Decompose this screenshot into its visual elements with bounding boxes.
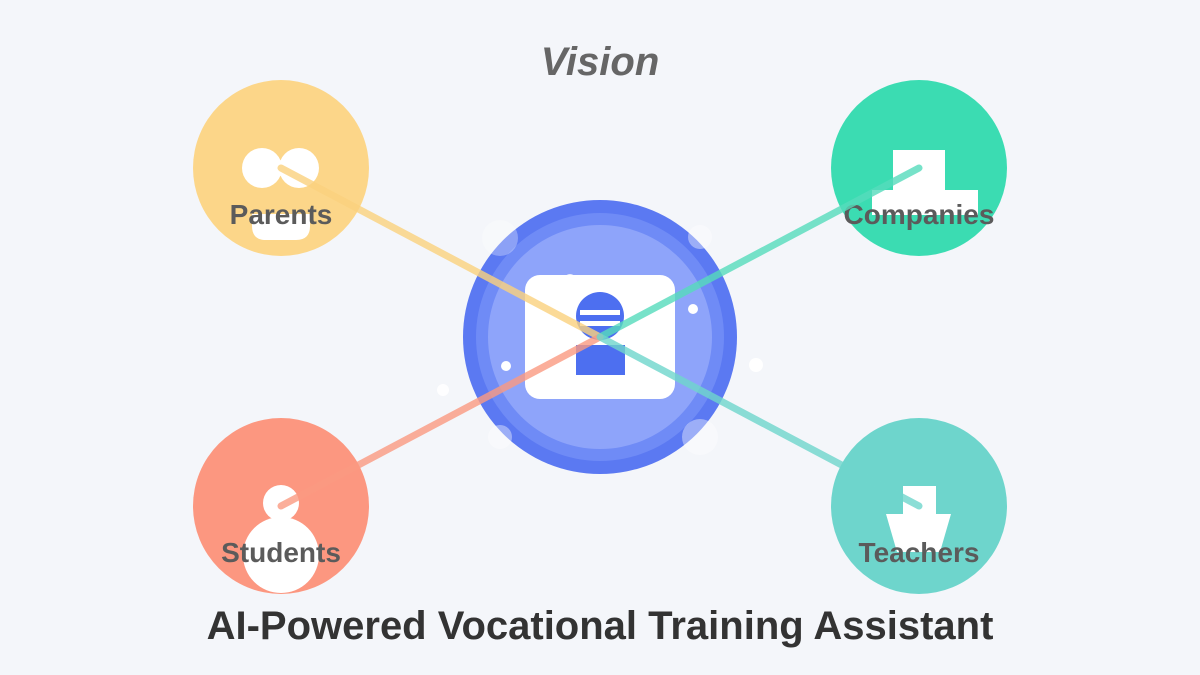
teachers-label: Teachers [859,537,980,568]
connector-companies [596,164,923,341]
connector-students [277,333,604,510]
parents-label: Parents [230,199,333,230]
connector-teachers [596,333,923,510]
assistant-title: AI-Powered Vocational Training Assistant [206,604,994,648]
vision-title: Vision [540,40,660,84]
parents-icon [242,148,319,240]
companies-label: Companies [844,199,995,230]
students-label: Students [221,537,341,568]
connector-parents [277,164,604,341]
central-hub[interactable] [437,200,763,474]
